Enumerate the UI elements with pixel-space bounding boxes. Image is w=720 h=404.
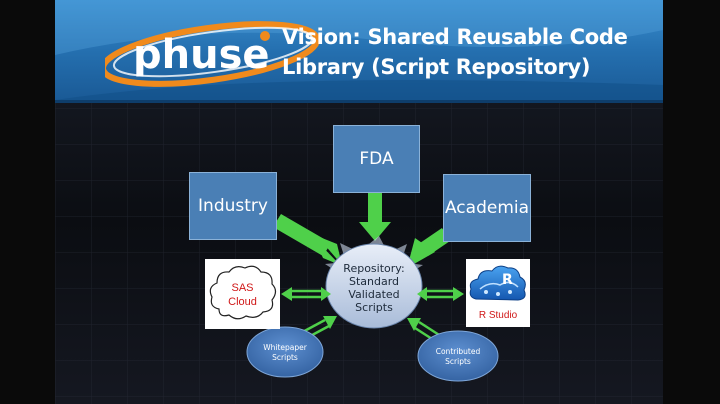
title-line-2: Library (Script Repository) — [282, 55, 591, 79]
title-line-1: Vision: Shared Reusable Code — [282, 25, 628, 49]
logo-text: phuse — [133, 32, 270, 78]
arrow-academia-to-hub — [407, 228, 450, 268]
slide: phuse Vision: Shared Reusable Code Libra… — [55, 0, 663, 404]
arrow-hub-rstudio — [417, 287, 464, 301]
sas-cloud-label: SAS Cloud — [228, 282, 257, 308]
arrow-industry-to-hub — [273, 214, 342, 265]
contributed-scripts-label: Contributed Scripts — [435, 347, 481, 366]
whitepaper-scripts-ellipse — [246, 326, 324, 378]
r-cloud-icon: R — [469, 265, 526, 301]
r-studio-card: R R Studio — [466, 259, 530, 327]
academia-box: Academia — [443, 174, 531, 242]
cloud-icon — [209, 265, 277, 320]
sas-cloud-card: SAS Cloud — [205, 259, 280, 329]
diagram-connectors — [246, 193, 499, 382]
repository-hub-label: Repository: Standard Validated Scripts — [343, 262, 405, 314]
industry-box: Industry — [189, 172, 277, 240]
arrow-hub-sas — [281, 287, 331, 301]
phuse-logo: phuse — [105, 21, 321, 87]
slide-title: Vision: Shared Reusable Code Library (Sc… — [282, 22, 652, 82]
fda-box: FDA — [333, 125, 420, 193]
arrow-fda-to-hub — [359, 193, 391, 241]
svg-text:R: R — [502, 272, 513, 288]
repository-hub — [325, 243, 423, 329]
whitepaper-scripts-label: Whitepaper Scripts — [263, 343, 307, 362]
r-studio-label: R Studio — [478, 310, 518, 321]
contributed-scripts-ellipse — [417, 330, 499, 382]
